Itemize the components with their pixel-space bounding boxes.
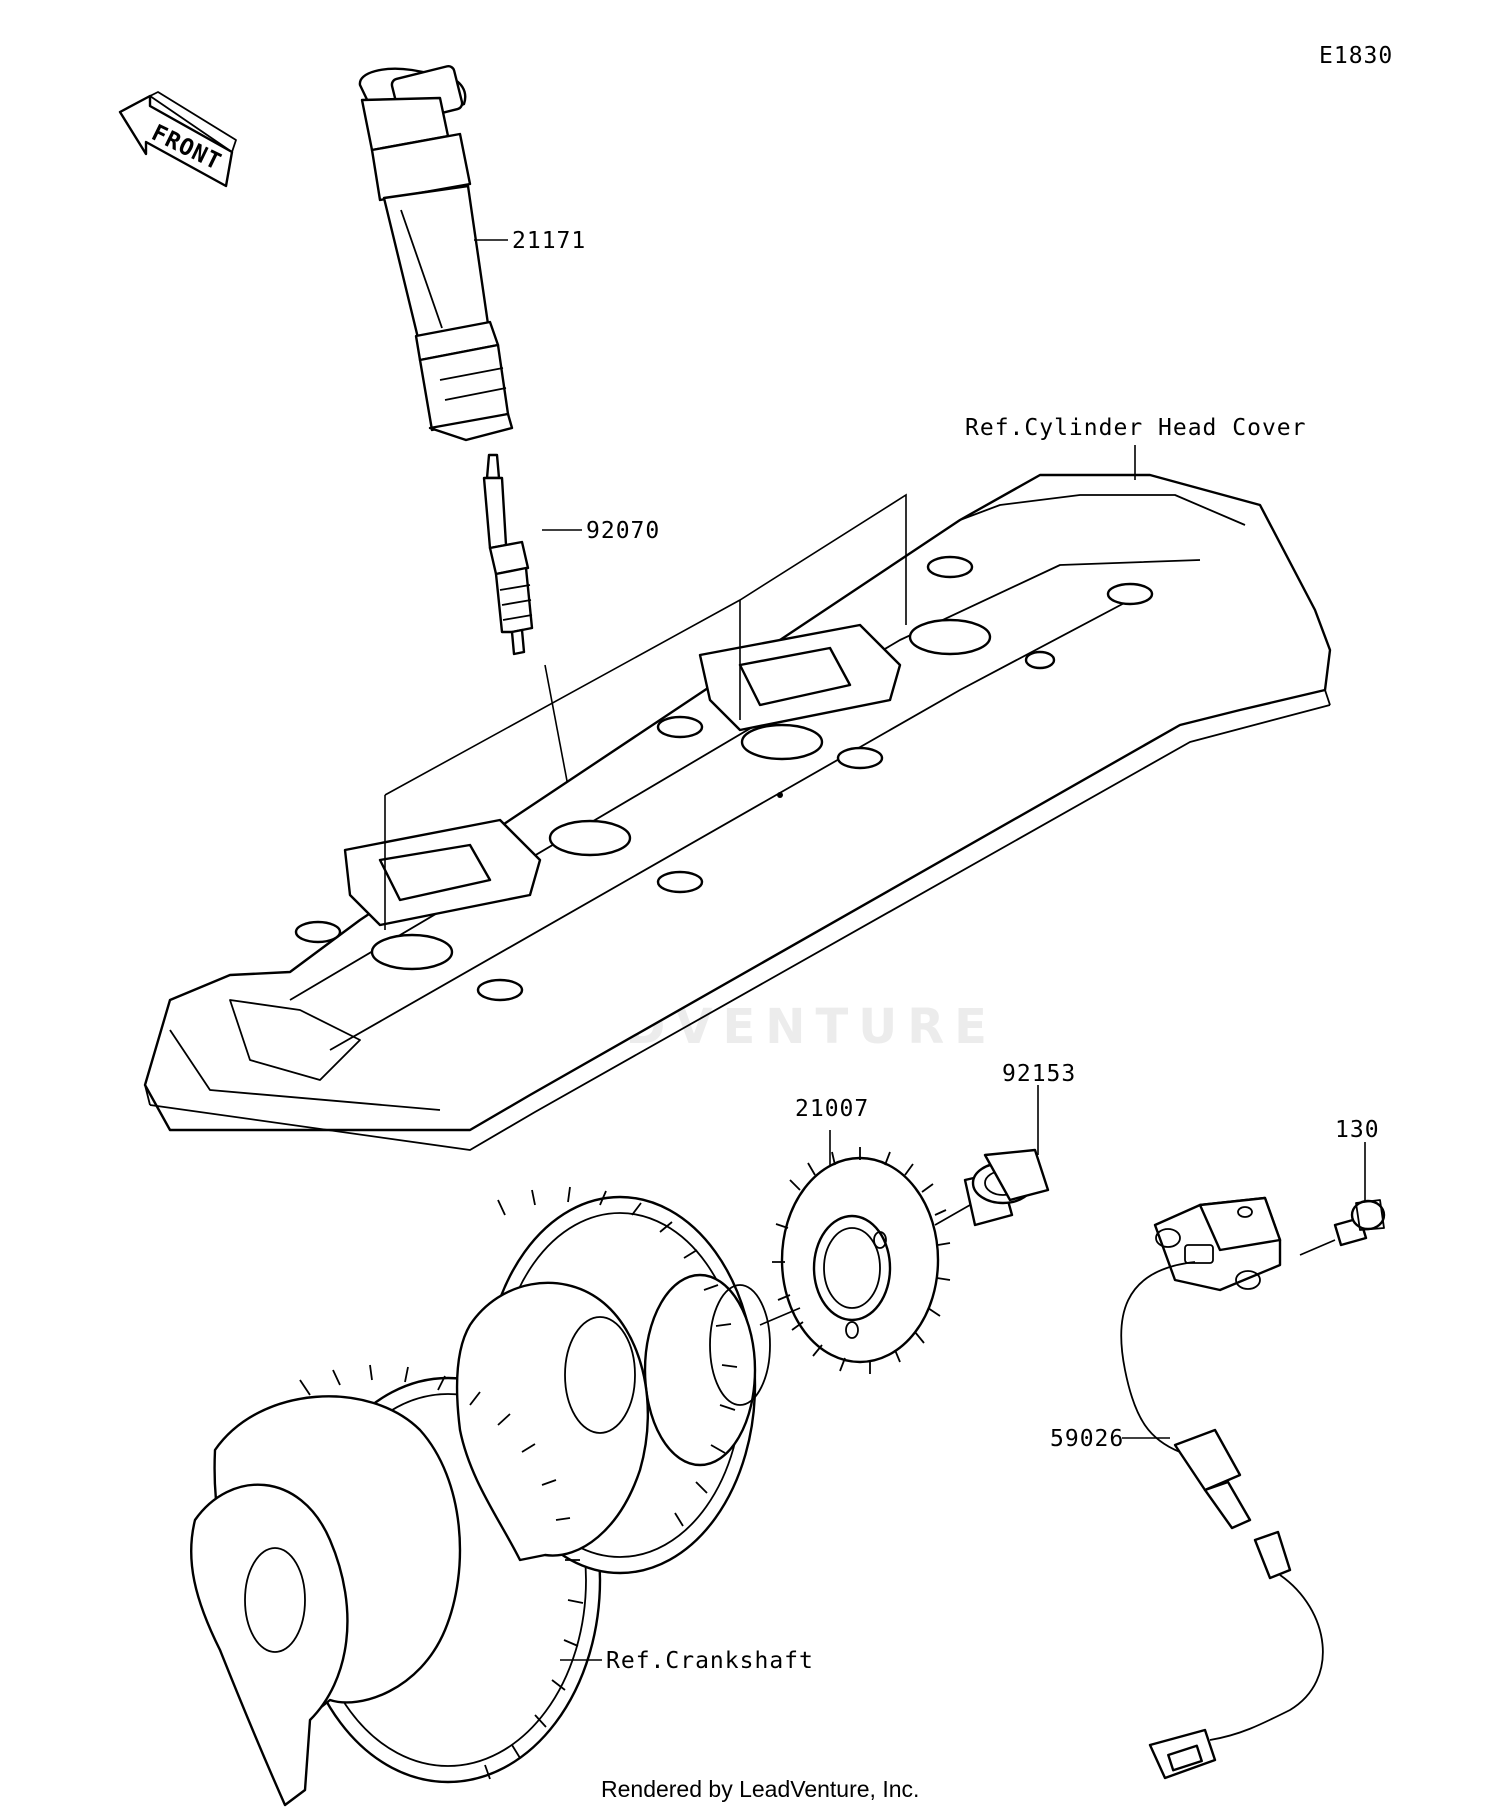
part-number-59026[interactable]: 59026 xyxy=(1050,1426,1124,1452)
bracket-line-top xyxy=(384,493,907,796)
diagram-code: E1830 xyxy=(1319,43,1393,69)
part-number-92153[interactable]: 92153 xyxy=(1002,1061,1076,1087)
part-number-21007[interactable]: 21007 xyxy=(795,1096,869,1122)
spark-plug-92070[interactable] xyxy=(482,453,534,656)
bolt-to-rotor-line xyxy=(934,1204,971,1226)
footer-credit: Rendered by LeadVenture, Inc. xyxy=(601,1776,919,1802)
crankshaft-sensor-59026[interactable] xyxy=(1120,1196,1324,1780)
ref-cylinder-head-cover[interactable]: Ref.Cylinder Head Cover xyxy=(965,415,1307,441)
bolt-130[interactable] xyxy=(1333,1199,1386,1247)
crankshaft[interactable] xyxy=(189,1186,771,1807)
ignition-coil-21171[interactable] xyxy=(358,64,514,442)
rotor-to-crank-line xyxy=(759,1307,801,1326)
bolt-to-sensor-line xyxy=(1299,1239,1336,1256)
part-number-92070[interactable]: 92070 xyxy=(586,518,660,544)
flange-bolt-92153[interactable] xyxy=(963,1148,1050,1227)
part-number-21171[interactable]: 21171 xyxy=(512,228,586,254)
front-direction-arrow: FRONT xyxy=(118,91,237,188)
ref-crankshaft[interactable]: Ref.Crankshaft xyxy=(606,1648,814,1674)
part-number-130[interactable]: 130 xyxy=(1335,1117,1380,1143)
timing-rotor-21007[interactable] xyxy=(772,1147,951,1374)
cylinder-head-cover[interactable] xyxy=(143,473,1332,1151)
